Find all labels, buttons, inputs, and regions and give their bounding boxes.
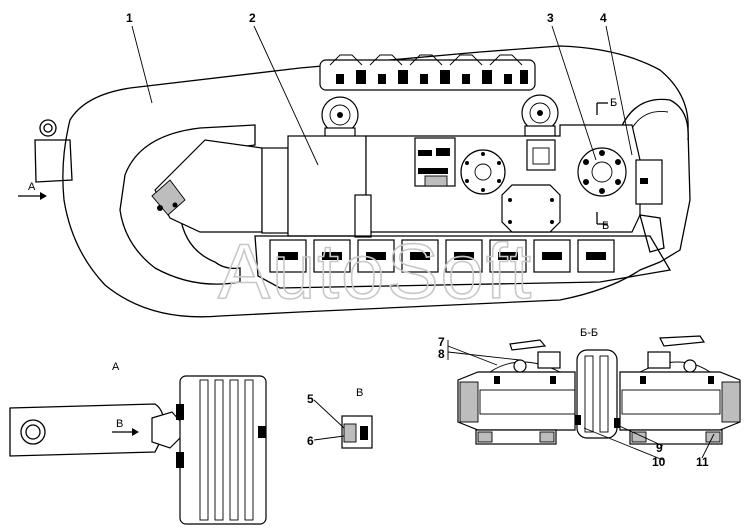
callout-5-label: 5	[307, 392, 314, 406]
callout-4: 4	[600, 11, 633, 156]
main-view: A Б Б 1 2 3 4	[18, 11, 691, 318]
view-arrow-a-label: A	[28, 181, 36, 193]
round-flange	[460, 149, 506, 195]
section-bb-right-roller	[619, 335, 741, 445]
callout-4-label: 4	[600, 11, 607, 25]
section-bb-left-roller	[457, 339, 576, 445]
view-a-arrow-b: B	[112, 418, 139, 436]
section-bb-title: Б-Б	[580, 327, 598, 339]
section-mark-top: Б	[596, 97, 617, 115]
callout-2: 2	[249, 11, 319, 166]
lifting-eye-hole	[43, 123, 53, 133]
gear-block	[414, 137, 456, 187]
view-a-title: A	[112, 361, 120, 373]
callout-3-label: 3	[547, 11, 554, 25]
inspection-cover	[526, 139, 556, 171]
view-arrow-a: A	[18, 181, 47, 200]
view-b-title: B	[356, 387, 363, 399]
section-bb: Б-Б	[438, 327, 741, 469]
callout-3: 3	[547, 11, 597, 161]
lifting-eye	[39, 119, 57, 137]
callout-1: 1	[126, 11, 153, 104]
callout-6-label: 6	[307, 434, 314, 448]
front-bracket	[34, 139, 73, 183]
rear-idler-inner	[629, 110, 669, 133]
section-mark-top-label: Б	[610, 97, 617, 109]
carrier-roller-right	[521, 94, 559, 137]
sprocket-hub	[577, 147, 627, 197]
view-a-arrow-b-label: B	[116, 418, 123, 430]
callout-9-label: 9	[656, 441, 663, 455]
callout-6: 6	[307, 434, 345, 448]
octagonal-cover	[501, 184, 561, 233]
callout-7-8: 7 8	[438, 335, 521, 366]
section-mark-bottom-label: Б	[602, 220, 609, 232]
callout-11-label: 11	[696, 455, 709, 469]
lower-track-rollers	[254, 235, 672, 289]
callout-9-10: 9 10	[583, 423, 666, 469]
view-a: A B	[9, 361, 267, 525]
view-a-arm	[9, 403, 166, 457]
upper-track-links	[319, 54, 536, 91]
recoil-spring-housing	[261, 147, 289, 234]
callout-10-label: 10	[652, 455, 666, 469]
rear-frame-tail	[639, 214, 665, 253]
callout-11: 11	[696, 433, 715, 469]
track-frame-outline	[62, 45, 691, 318]
view-b: B 5 6	[307, 387, 373, 449]
section-bb-disc	[575, 349, 620, 439]
vertical-plate	[354, 194, 372, 238]
track-frame-inner-loop	[119, 124, 256, 285]
section-mark-bottom: Б	[596, 212, 609, 232]
carrier-roller-left	[321, 96, 359, 139]
watermark: AutoSoft	[218, 227, 533, 315]
side-bracket	[635, 159, 663, 205]
callout-1-label: 1	[126, 11, 133, 25]
view-a-yoke	[151, 411, 189, 449]
callout-8-label: 8	[438, 347, 445, 361]
callout-2-label: 2	[249, 11, 256, 25]
callout-5: 5	[307, 392, 345, 429]
rear-idler-ring	[619, 98, 689, 141]
callout-7-label: 7	[438, 335, 445, 349]
tension-cylinder	[287, 135, 367, 237]
